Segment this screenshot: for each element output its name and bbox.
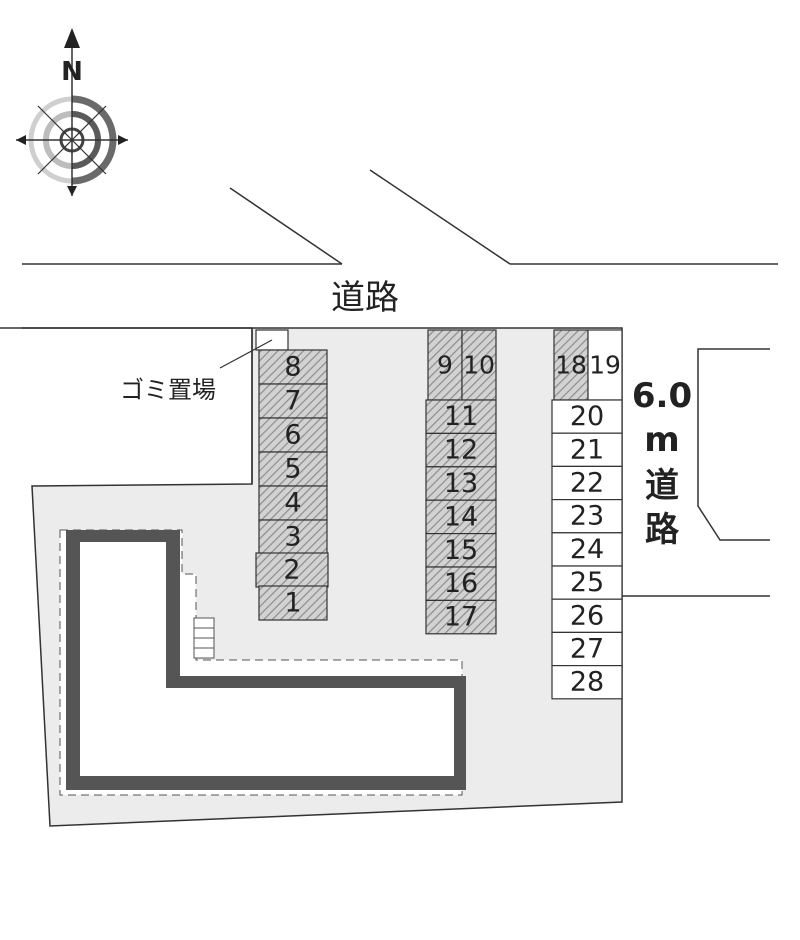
parking-space-number: 21 [570,434,604,465]
parking-space-2: 2 [255,552,329,588]
right-road-unit: m [644,420,679,460]
parking-space-number: 10 [463,351,495,380]
parking-space-15: 15 [425,532,497,568]
stairs-icon [193,617,215,659]
parking-space-10: 10 [461,329,497,401]
parking-space-21: 21 [551,432,623,468]
parking-space-26: 26 [551,598,623,634]
parking-space-number: 19 [589,351,621,380]
parking-space-number: 27 [570,634,604,665]
parking-space-20: 20 [551,399,623,434]
parking-space-27: 27 [551,631,623,667]
parking-space-number: 2 [283,555,300,586]
parking-space-number: 1 [284,588,301,619]
parking-space-number: 17 [444,602,478,633]
top-road-label: 道路 [331,278,399,318]
parking-space-22: 22 [551,465,623,501]
parking-space-14: 14 [425,499,497,535]
parking-space-4: 4 [258,485,328,521]
right-road: 6.0 m 道 路 [622,348,770,597]
right-road-label-2: 路 [645,510,680,550]
parking-space-number: 25 [570,567,604,598]
parking-space-number: 7 [284,386,301,417]
parking-space-17: 17 [425,599,497,635]
parking-space-9: 9 [427,329,463,401]
north-label: N [61,57,83,87]
parking-space-number: 23 [570,501,604,532]
parking-space-number: 4 [284,488,301,519]
compass-rose-icon: N [16,28,128,196]
parking-space-number: 20 [570,401,604,432]
parking-space-19: 19 [587,329,623,401]
parking-space-number: 12 [444,435,478,466]
parking-space-23: 23 [551,499,623,534]
parking-space-3: 3 [258,519,328,555]
parking-space-24: 24 [551,532,623,567]
parking-space-number: 24 [570,534,604,565]
parking-space-number: 8 [284,352,301,383]
parking-space-number: 16 [444,568,478,599]
parking-space-12: 12 [425,432,497,468]
parking-space-6: 6 [258,417,328,453]
parking-space-28: 28 [551,664,623,700]
parking-space-25: 25 [551,565,623,600]
parking-space-11: 11 [425,399,497,435]
parking-space-number: 15 [444,535,478,566]
parking-space-number: 9 [437,351,453,380]
parking-space-number: 3 [284,522,301,553]
parking-space-5: 5 [258,451,328,487]
parking-space-16: 16 [425,566,497,602]
parking-space-number: 22 [570,468,604,499]
right-road-label-1: 道 [645,466,679,506]
parking-space-18: 18 [553,329,589,401]
parking-space-number: 14 [444,501,478,532]
parking-space-13: 13 [425,466,497,501]
parking-space-number: 13 [444,468,478,499]
parking-space-number: 28 [570,667,604,698]
parking-space-7: 7 [258,383,328,419]
parking-space-number: 11 [444,401,478,432]
building [59,529,466,796]
parking-space-1: 1 [258,585,328,621]
parking-space-number: 26 [570,600,604,631]
parking-space-number: 6 [284,420,301,451]
parking-space-number: 18 [555,351,587,380]
right-road-width: 6.0 [632,376,692,416]
parking-space-number: 5 [284,454,301,485]
parking-space-8: 8 [258,349,328,385]
garbage-label: ゴミ置場 [120,376,216,404]
top-road: 道路 [22,169,778,318]
